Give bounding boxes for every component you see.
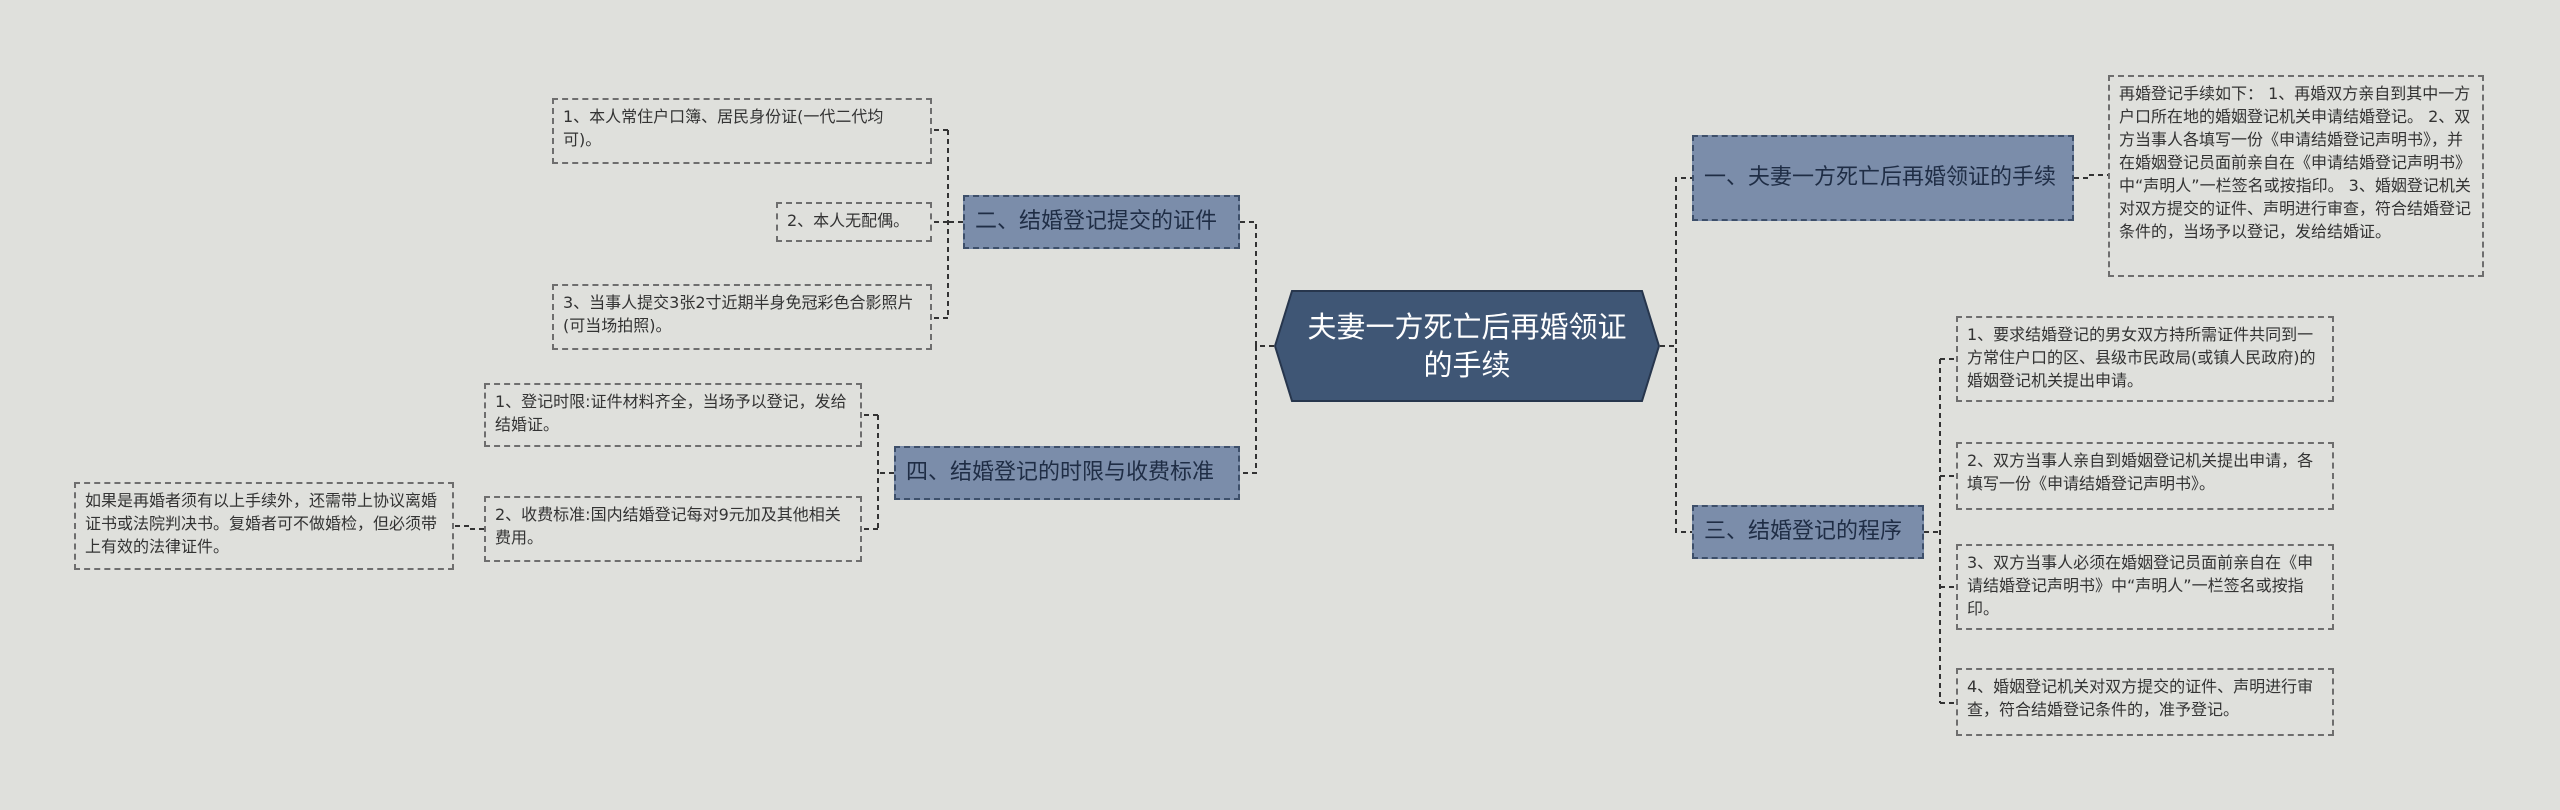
link-root-b1 xyxy=(1660,177,1692,347)
branch-b3[interactable]: 三、结婚登记的程序 xyxy=(1692,505,1924,559)
branch-b4-label: 四、结婚登记的时限与收费标准 xyxy=(906,460,1215,485)
branch-b1[interactable]: 一、夫妻一方死亡后再婚领证的手续 xyxy=(1692,135,2074,221)
link-b4-2-sub xyxy=(454,525,484,530)
leaf-b3-3[interactable]: 3、双方当事人必须在婚姻登记员面前亲自在《申请结婚登记声明书》中“声明人”一栏签… xyxy=(1956,544,2334,630)
leaf-b2-3-text: 3、当事人提交3张2寸近期半身免冠彩色合影照片(可当场拍照)。 xyxy=(563,293,914,335)
leaf-b2-2-text: 2、本人无配偶。 xyxy=(787,211,910,230)
leaf-b3-4-text: 4、婚姻登记机关对双方提交的证件、声明进行审查，符合结婚登记条件的，准予登记。 xyxy=(1967,677,2314,719)
leaf-b4-1[interactable]: 1、登记时限:证件材料齐全，当场予以登记，发给结婚证。 xyxy=(484,383,862,447)
link-b3-leaves xyxy=(1924,358,1956,704)
root-node[interactable]: 夫妻一方死亡后再婚领证的手续 xyxy=(1274,290,1660,402)
branch-b2-label: 二、结婚登记提交的证件 xyxy=(975,209,1218,234)
leaf-b2-3[interactable]: 3、当事人提交3张2寸近期半身免冠彩色合影照片(可当场拍照)。 xyxy=(552,284,932,350)
link-b1-leaf xyxy=(2074,174,2108,179)
leaf-b1-1-text: 再婚登记手续如下： 1、再婚双方亲自到其中一方户口所在地的婚姻登记机关申请结婚登… xyxy=(2119,84,2472,241)
link-root-b2 xyxy=(1240,221,1274,347)
leaf-b3-2[interactable]: 2、双方当事人亲自到婚姻登记机关提出申请，各填写一份《申请结婚登记声明书》。 xyxy=(1956,442,2334,510)
link-b2-leaves xyxy=(932,129,963,319)
leaf-b4-2-text: 2、收费标准:国内结婚登记每对9元加及其他相关费用。 xyxy=(495,505,841,547)
leaf-b4-1-text: 1、登记时限:证件材料齐全，当场予以登记，发给结婚证。 xyxy=(495,392,847,434)
leaf-b4-2-1-text: 如果是再婚者须有以上手续外，还需带上协议离婚证书或法院判决书。复婚者可不做婚检，… xyxy=(85,491,438,556)
leaf-b2-1-text: 1、本人常住户口簿、居民身份证(一代二代均可)。 xyxy=(563,107,884,149)
branch-b4[interactable]: 四、结婚登记的时限与收费标准 xyxy=(894,446,1240,500)
leaf-b3-4[interactable]: 4、婚姻登记机关对双方提交的证件、声明进行审查，符合结婚登记条件的，准予登记。 xyxy=(1956,668,2334,736)
leaf-b3-1[interactable]: 1、要求结婚登记的男女双方持所需证件共同到一方常住户口的区、县级市民政局(或镇人… xyxy=(1956,316,2334,402)
leaf-b4-2-1[interactable]: 如果是再婚者须有以上手续外，还需带上协议离婚证书或法院判决书。复婚者可不做婚检，… xyxy=(74,482,454,570)
leaf-b2-2[interactable]: 2、本人无配偶。 xyxy=(776,202,932,242)
leaf-b4-2[interactable]: 2、收费标准:国内结婚登记每对9元加及其他相关费用。 xyxy=(484,496,862,562)
leaf-b3-1-text: 1、要求结婚登记的男女双方持所需证件共同到一方常住户口的区、县级市民政局(或镇人… xyxy=(1967,325,2316,390)
branch-b1-label: 一、夫妻一方死亡后再婚领证的手续 xyxy=(1704,165,2057,190)
leaf-b3-3-text: 3、双方当事人必须在婚姻登记员面前亲自在《申请结婚登记声明书》中“声明人”一栏签… xyxy=(1967,553,2314,618)
leaf-b2-1[interactable]: 1、本人常住户口簿、居民身份证(一代二代均可)。 xyxy=(552,98,932,164)
root-title: 夫妻一方死亡后再婚领证的手续 xyxy=(1307,310,1627,382)
branch-b3-label: 三、结婚登记的程序 xyxy=(1704,519,1903,544)
leaf-b1-1[interactable]: 再婚登记手续如下： 1、再婚双方亲自到其中一方户口所在地的婚姻登记机关申请结婚登… xyxy=(2108,75,2484,277)
link-root-b3 xyxy=(1660,345,1692,533)
leaf-b3-2-text: 2、双方当事人亲自到婚姻登记机关提出申请，各填写一份《申请结婚登记声明书》。 xyxy=(1967,451,2314,493)
link-b4-leaves xyxy=(862,414,894,530)
link-root-b4 xyxy=(1240,345,1274,474)
branch-b2[interactable]: 二、结婚登记提交的证件 xyxy=(963,195,1240,249)
root-hexagon-shape xyxy=(1274,290,1660,402)
